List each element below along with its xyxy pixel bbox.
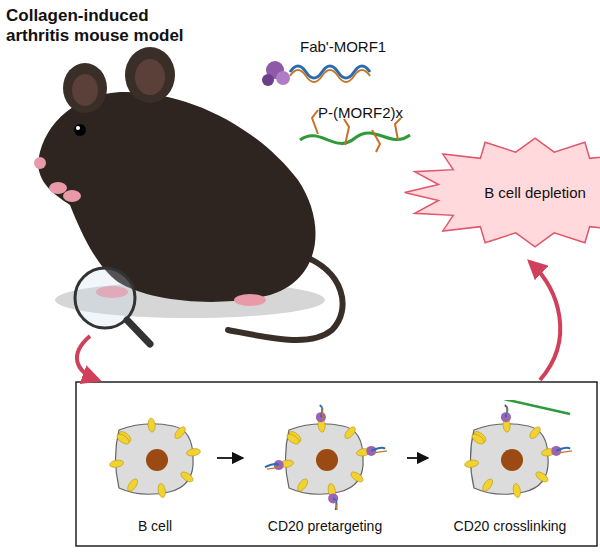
stage-label: CD20 pretargeting [245, 518, 405, 534]
b-cell-drawing [245, 400, 405, 510]
morf-strand [558, 451, 572, 453]
mouse-nose [34, 157, 46, 169]
cd20-receptor [349, 470, 364, 484]
morf-strand [267, 467, 281, 469]
cell-node: B cell [95, 400, 215, 540]
cd20-receptor [343, 425, 357, 440]
morf-strand [373, 451, 387, 453]
cell-nucleus [316, 449, 338, 471]
morf-strand [556, 448, 570, 451]
mouse-hand [49, 182, 67, 194]
cd20-receptor [109, 459, 124, 468]
cd20-receptor [173, 425, 187, 440]
fab-fragment [551, 446, 561, 456]
process-arrow [407, 457, 428, 459]
cell-body [116, 424, 194, 495]
cell-node: CD20 crosslinking [430, 400, 590, 540]
starburst-node: B cell depletion [400, 135, 600, 250]
morf-strand [265, 464, 279, 467]
cd20-receptor [464, 459, 479, 468]
mouse-foot [234, 294, 266, 306]
reagent-label: P-(MORF2)x [318, 104, 438, 122]
b-cell-drawing [430, 400, 590, 510]
cd20-receptor [528, 425, 542, 440]
result-arrow [530, 262, 560, 380]
mouse-ear [63, 63, 107, 113]
cd20-receptor [148, 418, 156, 433]
cell-body [471, 424, 549, 495]
cd20-receptor [186, 448, 201, 457]
detail-panel [76, 382, 597, 546]
magnifier-handle [127, 320, 150, 344]
mouse-ear [72, 74, 98, 106]
fab-fragment [366, 446, 376, 456]
mouse-hand [63, 190, 81, 202]
reagent-label: Fab'-MORF1 [300, 38, 420, 56]
morf-strand [335, 500, 337, 510]
figure-title: Collagen-induced arthritis mouse model [6, 6, 196, 47]
b-cell-drawing [95, 400, 215, 510]
cd20-receptor [534, 470, 549, 484]
morf-strand [507, 407, 508, 419]
cd20-receptor [115, 432, 130, 446]
result-label: B cell depletion [400, 184, 600, 201]
cd20-receptor [481, 477, 495, 492]
fab-fragment [274, 460, 284, 470]
morf-strand [371, 448, 385, 451]
cd20-receptor [470, 432, 485, 446]
mouse-eye [74, 124, 86, 136]
cell-nucleus [146, 449, 168, 471]
process-arrow [217, 457, 243, 459]
cd20-receptor [157, 483, 166, 498]
stage-label: CD20 crosslinking [430, 518, 590, 534]
cell-body [286, 424, 364, 495]
cd20-receptor [512, 483, 521, 498]
zoom-arrow [77, 336, 98, 380]
cell-nucleus [501, 449, 523, 471]
stage-label: B cell [95, 518, 215, 534]
cell-node: CD20 pretargeting [245, 400, 405, 540]
cd20-receptor [126, 477, 140, 492]
mouse-ear [135, 59, 165, 95]
morf-strand [322, 407, 323, 419]
mouse-ear [125, 47, 175, 103]
fab-morf1-molecule [262, 61, 370, 86]
cd20-receptor [179, 470, 194, 484]
mouse-body [38, 92, 316, 302]
mouse-eye [76, 126, 80, 130]
cd20-receptor [285, 432, 300, 446]
cd20-receptor [296, 477, 310, 492]
polymer-crosslinker [505, 400, 570, 414]
